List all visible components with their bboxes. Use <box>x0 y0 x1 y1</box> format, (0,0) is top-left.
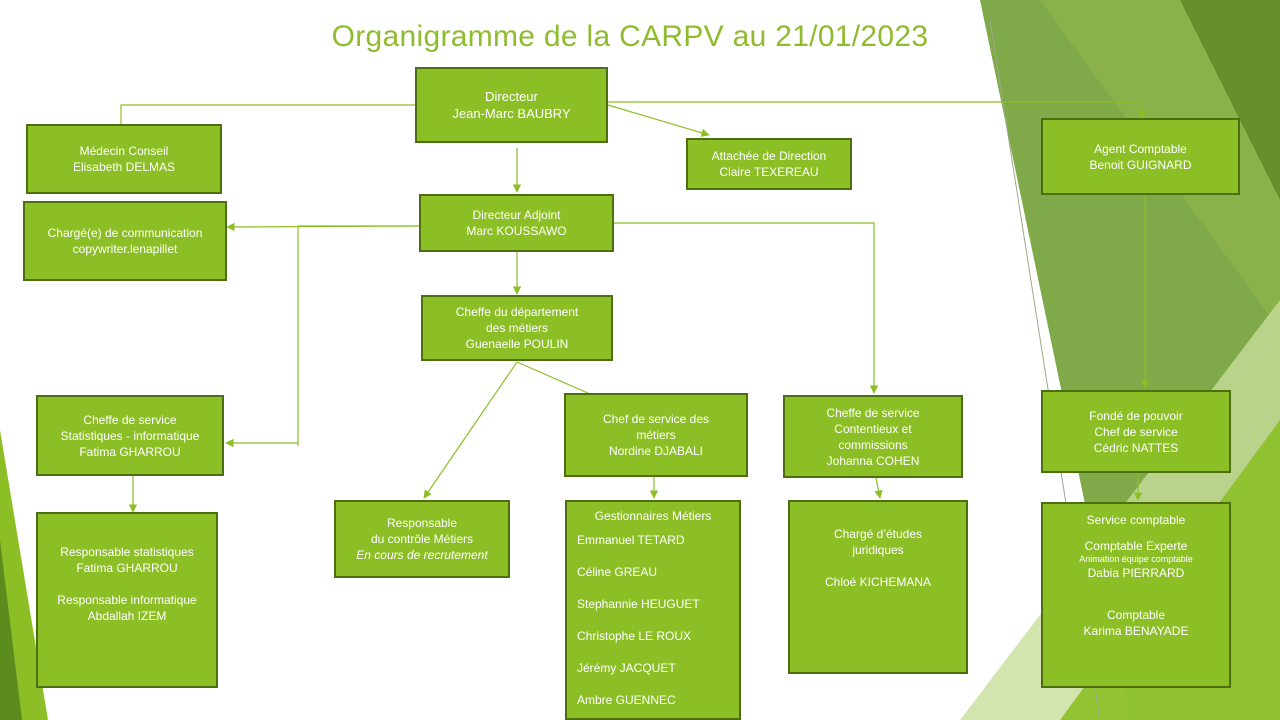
name: Elisabeth DELMAS <box>72 160 176 174</box>
role: commissions <box>838 437 908 452</box>
name: Guenaelle POULIN <box>465 337 569 351</box>
node-directeur: Directeur Jean-Marc BAUBRY <box>415 67 608 143</box>
name: Fatima GHARROU <box>76 561 178 575</box>
role: Chef de service <box>1094 424 1178 439</box>
status: En cours de recrutement <box>356 548 488 562</box>
list-title: Gestionnaires Métiers <box>594 509 712 523</box>
node-gestionnaires-metiers: Gestionnaires Métiers Emmanuel TETARD Cé… <box>565 500 741 720</box>
role: métiers <box>636 428 676 442</box>
node-attachee-direction: Attachée de Direction Claire TEXEREAU <box>686 138 852 190</box>
role: Chargé d’études <box>833 527 923 541</box>
list-item: Christophe LE ROUX <box>577 629 692 643</box>
role: Statistiques - informatique <box>60 428 200 443</box>
page-title: Organigramme de la CARPV au 21/01/2023 <box>331 20 929 53</box>
list-item: Céline GREAU <box>577 565 658 579</box>
role: Fondé de pouvoir <box>1089 408 1183 423</box>
role: Directeur <box>485 89 538 104</box>
section-title: Service comptable <box>1086 513 1186 527</box>
role: Chef de service des <box>602 412 710 426</box>
name: Karima BENAYADE <box>1083 624 1189 638</box>
role: Cheffe de service <box>83 412 177 427</box>
node-directeur-adjoint: Directeur Adjoint Marc KOUSSAWO <box>419 194 614 252</box>
role: Comptable Experte <box>1084 539 1188 553</box>
list-item: Ambre GUENNEC <box>577 693 676 707</box>
name: Fatima GHARROU <box>79 444 181 459</box>
name: Jean-Marc BAUBRY <box>452 106 571 121</box>
node-agent-comptable: Agent Comptable Benoit GUIGNARD <box>1041 118 1240 195</box>
role: Cheffe du département <box>455 305 579 319</box>
node-cheffe-contentieux: Cheffe de service Contentieux et commiss… <box>783 395 963 478</box>
list-item: Stephannie HEUGUET <box>577 597 700 611</box>
name: Cédric NATTES <box>1093 440 1179 455</box>
role: du contrôle Métiers <box>370 532 474 546</box>
role: Chargé(e) de communication <box>47 226 203 240</box>
node-communication: Chargé(e) de communication copywriter.le… <box>23 201 227 281</box>
name: Nordine DJABALI <box>608 444 704 458</box>
node-controle-metiers: Responsable du contrôle Métiers En cours… <box>334 500 510 578</box>
node-cheffe-statistiques: Cheffe de service Statistiques - informa… <box>36 395 224 476</box>
node-charge-etudes-juridiques: Chargé d’études juridiques Chloé KICHEMA… <box>788 500 968 674</box>
name: Abdallah IZEM <box>87 609 167 623</box>
name: copywriter.lenapillet <box>72 242 178 256</box>
node-service-comptable: Service comptable Comptable Experte Anim… <box>1041 502 1231 688</box>
role: Attachée de Direction <box>711 149 827 163</box>
node-chef-service-metiers: Chef de service des métiers Nordine DJAB… <box>564 393 748 477</box>
role: juridiques <box>852 543 904 557</box>
role: des métiers <box>485 321 549 335</box>
name: Marc KOUSSAWO <box>466 224 567 238</box>
name: Claire TEXEREAU <box>719 165 819 179</box>
role: Contentieux et <box>834 421 912 436</box>
node-cheffe-departement: Cheffe du département des métiers Guenae… <box>421 295 613 361</box>
role: Agent Comptable <box>1094 141 1187 156</box>
name: Dabia PIERRARD <box>1087 566 1185 580</box>
bg-shape-left-dark <box>0 540 22 720</box>
name: Johanna COHEN <box>826 453 920 468</box>
node-responsables: Responsable statistiques Fatima GHARROU … <box>36 512 218 688</box>
role: Responsable <box>386 516 458 530</box>
list-item: Jérémy JACQUET <box>577 661 676 675</box>
role: Responsable informatique <box>57 593 197 607</box>
name: Benoit GUIGNARD <box>1089 157 1192 172</box>
node-fonde-de-pouvoir: Fondé de pouvoir Chef de service Cédric … <box>1041 390 1231 473</box>
bg-shape-deep <box>1180 0 1280 200</box>
role: Responsable statistiques <box>60 545 194 559</box>
subtitle: Animation équipe comptable <box>1079 554 1193 564</box>
role: Cheffe de service <box>826 405 920 420</box>
role: Médecin Conseil <box>79 144 169 158</box>
list-item: Emmanuel TETARD <box>577 533 685 547</box>
name: Chloé KICHEMANA <box>824 575 932 589</box>
role: Directeur Adjoint <box>472 208 561 222</box>
node-medecin-conseil: Médecin Conseil Elisabeth DELMAS <box>26 124 222 194</box>
role: Comptable <box>1106 608 1166 622</box>
